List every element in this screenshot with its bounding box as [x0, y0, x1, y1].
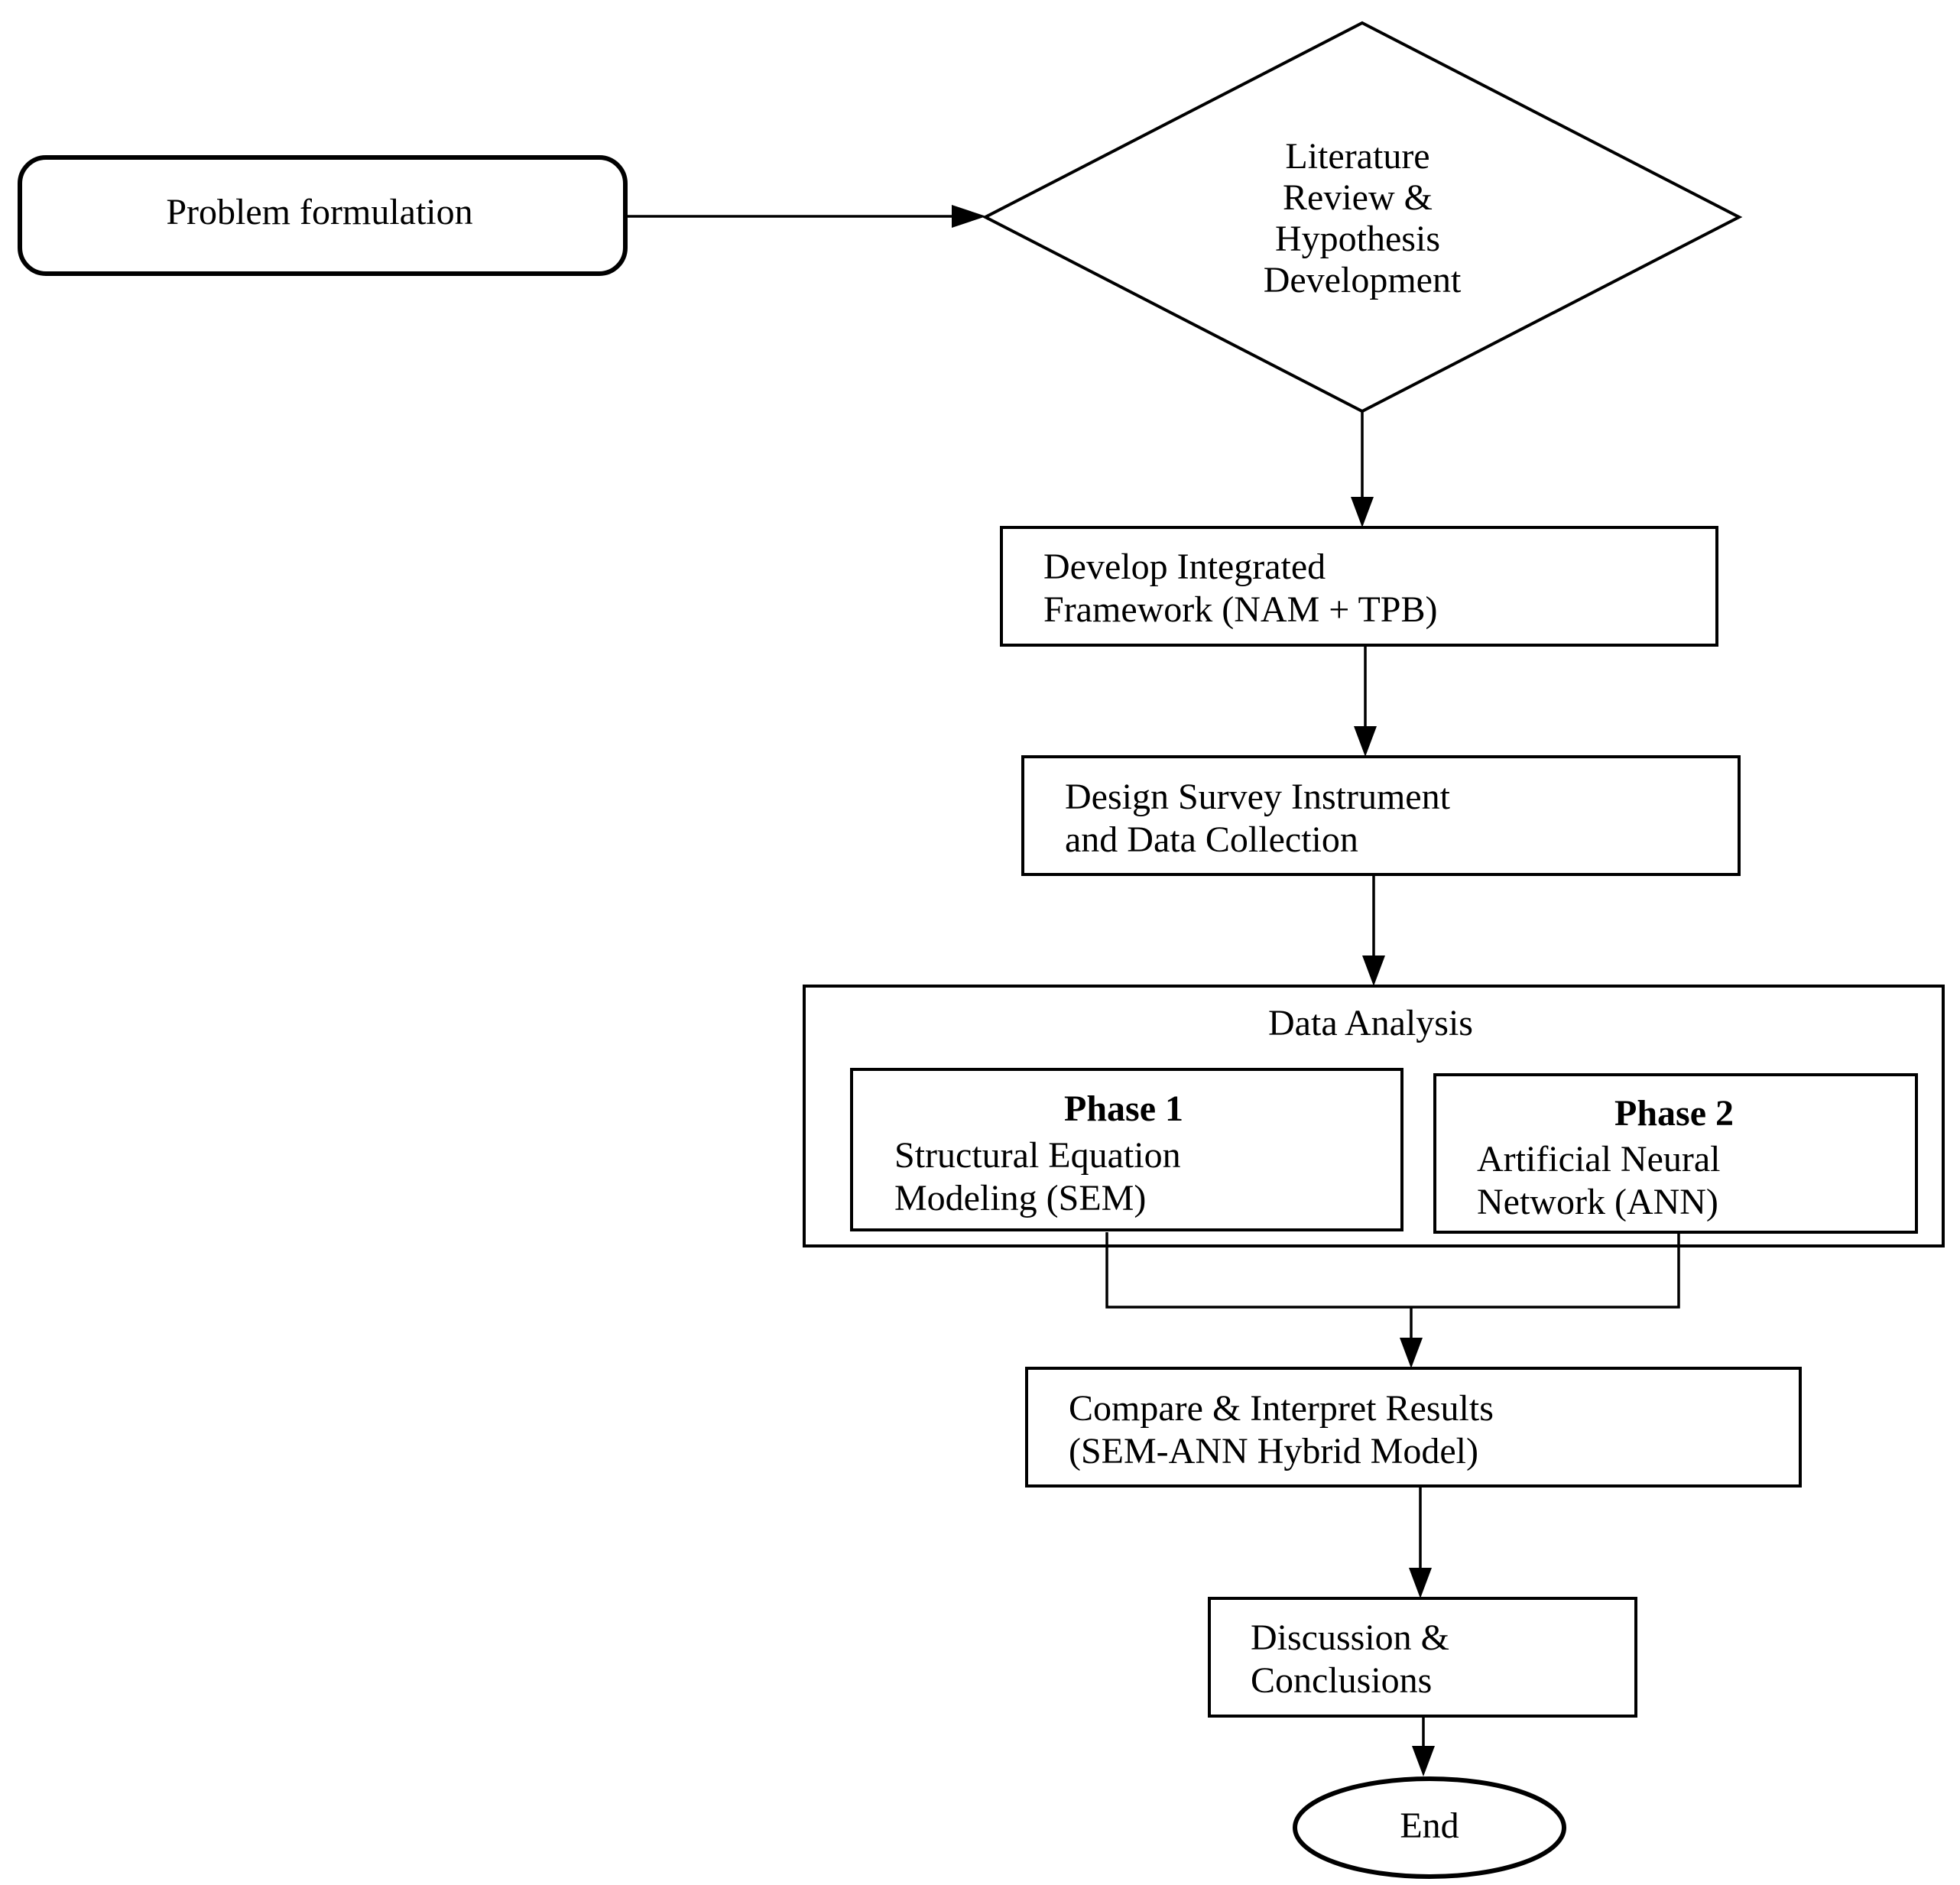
framework-line-1: Develop Integrated [1043, 547, 1326, 587]
arrow-discussion-to-end [1412, 1716, 1435, 1776]
phase-1-node: Phase 1 Structural Equation Modeling (SE… [850, 1068, 1403, 1231]
survey-line-2: and Data Collection [1065, 819, 1358, 860]
phase-1-label: Structural Equation Modeling (SEM) [894, 1135, 1190, 1218]
discussion-line-1: Discussion & [1251, 1617, 1449, 1658]
phase-1-heading: Phase 1 [1064, 1088, 1183, 1129]
discussion-conclusions-label: Discussion & Conclusions [1251, 1617, 1459, 1701]
arrow-survey-to-analysis [1362, 874, 1385, 986]
literature-line-3: Hypothesis [1275, 219, 1440, 259]
literature-review-node: Literature Review & Hypothesis Developme… [982, 21, 1743, 414]
phase-2-line-2: Network (ANN) [1477, 1182, 1718, 1222]
end-node: End [1293, 1776, 1566, 1879]
problem-formulation-node: Problem formulation [18, 155, 628, 276]
compare-results-node: Compare & Interpret Results (SEM-ANN Hyb… [1025, 1367, 1802, 1488]
discussion-conclusions-node: Discussion & Conclusions [1208, 1597, 1637, 1718]
arrow-problem-to-literature [625, 205, 986, 228]
data-analysis-title: Data Analysis [1268, 1003, 1473, 1043]
problem-formulation-label: Problem formulation [166, 192, 472, 232]
phase-2-label: Artificial Neural Network (ANN) [1477, 1139, 1730, 1222]
literature-review-label: Literature Review & Hypothesis Developme… [1264, 136, 1462, 300]
framework-line-2: Framework (NAM + TPB) [1043, 589, 1437, 630]
arrow-literature-to-framework [1351, 411, 1374, 527]
survey-line-1: Design Survey Instrument [1065, 777, 1451, 817]
compare-line-1: Compare & Interpret Results [1069, 1388, 1494, 1429]
discussion-line-2: Conclusions [1251, 1660, 1432, 1701]
design-survey-label: Design Survey Instrument and Data Collec… [1065, 777, 1459, 860]
data-analysis-node: Data Analysis Phase 1 Structural Equatio… [803, 985, 1945, 1247]
phase-2-line-1: Artificial Neural [1477, 1139, 1721, 1179]
arrow-phases-to-compare [1105, 1232, 1680, 1368]
compare-line-2: (SEM-ANN Hybrid Model) [1069, 1431, 1478, 1471]
phase-1-line-2: Modeling (SEM) [894, 1178, 1146, 1218]
arrow-framework-to-survey [1354, 645, 1377, 757]
literature-line-2: Review & [1283, 177, 1433, 218]
literature-line-4: Development [1264, 260, 1462, 300]
literature-line-1: Literature [1285, 136, 1429, 177]
design-survey-node: Design Survey Instrument and Data Collec… [1021, 755, 1741, 876]
phase-2-heading: Phase 2 [1614, 1093, 1734, 1134]
develop-framework-label: Develop Integrated Framework (NAM + TPB) [1043, 547, 1437, 630]
develop-framework-node: Develop Integrated Framework (NAM + TPB) [1000, 526, 1718, 647]
phase-2-node: Phase 2 Artificial Neural Network (ANN) [1433, 1073, 1918, 1234]
end-label: End [1400, 1806, 1459, 1846]
arrow-compare-to-discussion [1409, 1486, 1432, 1598]
compare-results-label: Compare & Interpret Results (SEM-ANN Hyb… [1069, 1388, 1503, 1471]
phase-1-line-1: Structural Equation [894, 1135, 1181, 1176]
